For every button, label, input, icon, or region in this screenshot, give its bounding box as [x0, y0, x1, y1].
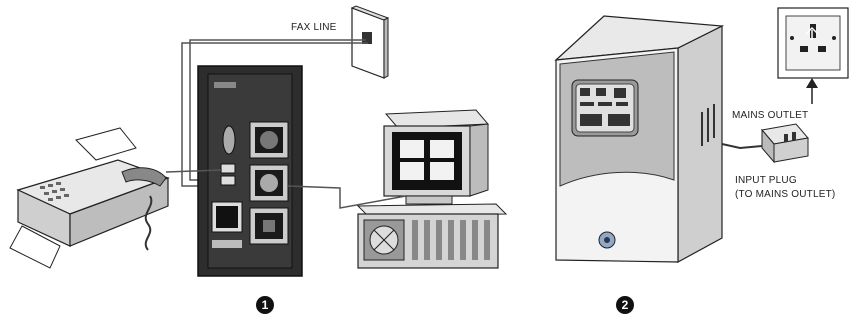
step-2-number: 2: [622, 298, 629, 312]
power-cable: [287, 185, 407, 209]
input-power-cord: [721, 143, 763, 150]
computer-case: [356, 203, 508, 269]
ups-outlet: [249, 207, 289, 245]
fax-wall-jack: [350, 5, 390, 79]
input-plug: [761, 123, 809, 164]
fax-machine: [9, 127, 170, 269]
ups-outlet: [249, 121, 289, 159]
step-2-marker: 2: [616, 296, 634, 314]
ups-back-panel: [197, 65, 303, 277]
fax-cable: [165, 169, 223, 173]
ups-tower-front: [554, 15, 725, 264]
input-plug-label: INPUT PLUG: [735, 175, 797, 186]
fax-line-label: FAX LINE: [291, 22, 337, 33]
step-1-number: 1: [262, 298, 269, 312]
input-plug-sublabel: (TO MAINS OUTLET): [735, 189, 835, 200]
computer-monitor: [383, 109, 490, 205]
ups-outlet: [249, 164, 289, 202]
mains-wall-outlet: [777, 7, 849, 79]
mains-outlet-label: MAINS OUTLET: [732, 110, 808, 121]
step-1-marker: 1: [256, 296, 274, 314]
